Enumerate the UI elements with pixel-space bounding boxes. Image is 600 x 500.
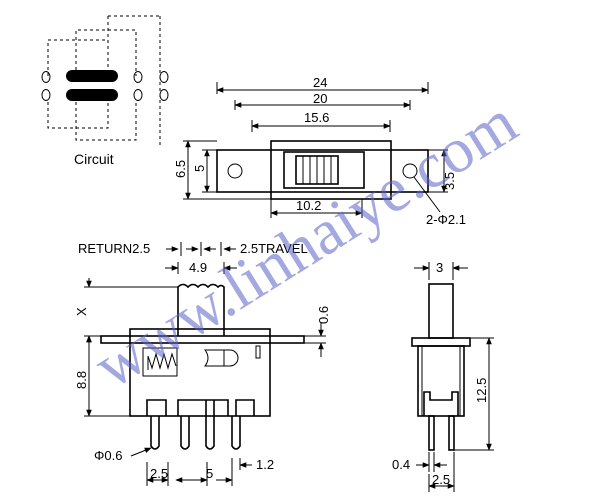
dim-pin-pitch-2-5: 2.5 bbox=[150, 466, 168, 481]
hole-label: 2-Φ2.1 bbox=[426, 212, 466, 227]
dim-pin-pitch-5: 5 bbox=[206, 466, 213, 481]
circuit-contacts bbox=[41, 71, 169, 101]
return-label: RETURN2.5 bbox=[78, 241, 150, 256]
dim-8-8: 8.8 bbox=[74, 371, 89, 389]
dim-0-4: 0.4 bbox=[392, 457, 410, 472]
end-actuator bbox=[428, 283, 454, 339]
mounting-hole bbox=[227, 163, 243, 179]
slider-slot bbox=[283, 151, 365, 189]
end-view: 3 12.5 0.4 2.5 bbox=[392, 260, 494, 492]
dim-3-5: 3.5 bbox=[442, 172, 457, 190]
dim-3: 3 bbox=[436, 260, 443, 275]
switch-body bbox=[270, 140, 392, 200]
contact-slot bbox=[255, 345, 261, 359]
pin-diameter-label: Φ0.6 bbox=[94, 448, 122, 463]
circuit-bridge bbox=[66, 70, 118, 82]
dim-20: 20 bbox=[313, 91, 327, 106]
end-pin bbox=[428, 415, 435, 451]
dim-6-5: 6.5 bbox=[173, 160, 188, 178]
dim-0-6: 0.6 bbox=[316, 306, 331, 324]
base-foot bbox=[177, 399, 229, 416]
end-pin bbox=[448, 415, 455, 451]
dim-end-2-5: 2.5 bbox=[432, 472, 450, 487]
dim-5: 5 bbox=[192, 165, 207, 172]
spring-housing bbox=[142, 347, 178, 377]
end-contact bbox=[423, 391, 459, 416]
circuit-label: Circuit bbox=[74, 151, 114, 167]
dim-1-2: 1.2 bbox=[256, 457, 274, 472]
end-housing bbox=[417, 345, 465, 417]
actuator bbox=[177, 283, 225, 336]
dim-4-9: 4.9 bbox=[189, 260, 207, 275]
dim-10-2: 10.2 bbox=[296, 198, 321, 213]
circuit-link bbox=[75, 29, 137, 76]
end-flange bbox=[411, 337, 471, 347]
detent bbox=[204, 349, 239, 367]
circuit-schematic: Circuit bbox=[41, 15, 169, 167]
dim-15-6: 15.6 bbox=[304, 110, 329, 125]
spring-icon bbox=[147, 352, 177, 370]
mounting-plate bbox=[216, 149, 429, 193]
circuit-bridge bbox=[66, 89, 118, 101]
mounting-flange bbox=[100, 335, 305, 344]
circuit-link bbox=[47, 102, 109, 129]
terminal-pins bbox=[150, 400, 241, 450]
top-view: 24 20 15.6 6.5 5 bbox=[173, 75, 466, 227]
side-view: RETURN2.5 2.5TRAVEL 4.9 bbox=[74, 241, 331, 486]
base-foot bbox=[146, 399, 167, 416]
circuit-link bbox=[75, 102, 137, 141]
base-foot bbox=[235, 399, 255, 416]
hole-leader bbox=[413, 176, 441, 213]
dim-24: 24 bbox=[313, 75, 327, 90]
mounting-hole bbox=[402, 163, 418, 179]
dim-x: X bbox=[74, 307, 89, 316]
dim-12-5: 12.5 bbox=[474, 378, 489, 403]
circuit-link bbox=[47, 39, 109, 76]
travel-label: 2.5TRAVEL bbox=[240, 241, 308, 256]
